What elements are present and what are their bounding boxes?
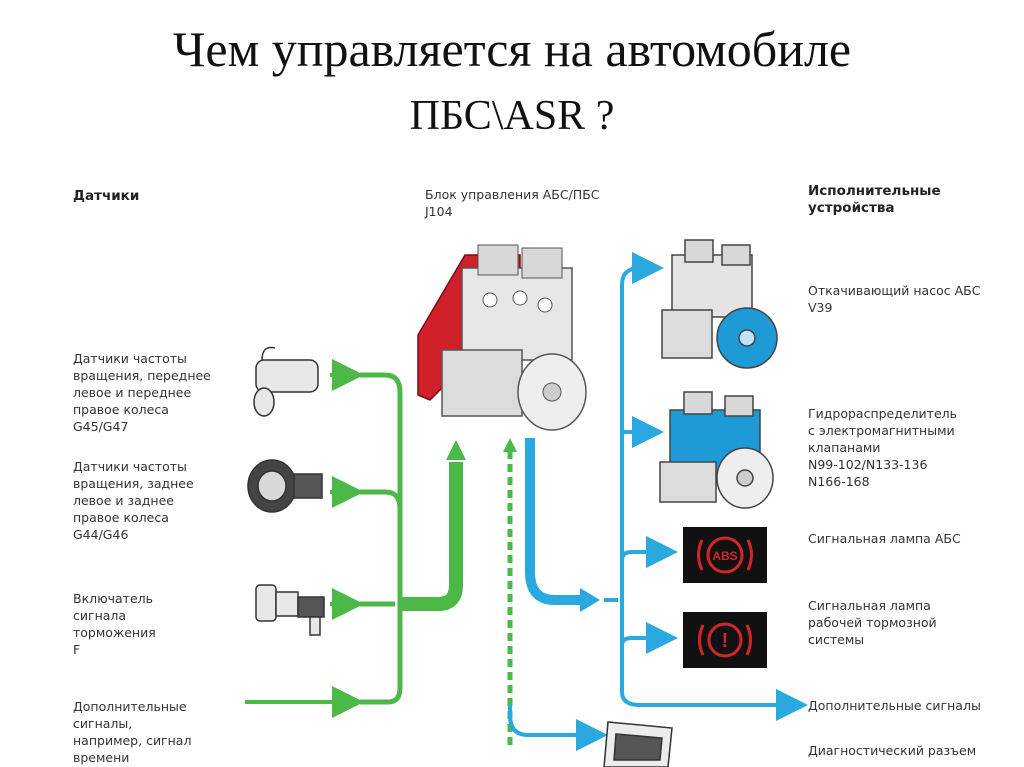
actuator-diagnostic-connector-label: Диагностический разъем xyxy=(808,743,977,758)
slide-subtitle: ПБС\ASR ? xyxy=(409,93,615,139)
sensors-header: Датчики xyxy=(73,188,140,204)
control-unit-j104-image xyxy=(417,244,587,431)
output-flow-lines xyxy=(508,252,808,751)
abs-lamp-text: ABS xyxy=(712,549,737,563)
actuator-valve-block-label: Гидрораспределитель с электромагнитными … xyxy=(808,406,958,489)
input-flow-lines xyxy=(245,359,517,745)
actuator-return-pump-label: Откачивающий насос АБС V39 xyxy=(808,283,981,315)
sensor-brake-switch-label: Включатель сигнала торможения F xyxy=(73,591,156,657)
sensor-front-wheel-label: Датчики частоты вращения, переднее левое… xyxy=(73,351,211,434)
brake-light-switch-image xyxy=(255,584,325,636)
abs-return-pump-image xyxy=(661,239,778,369)
slide-title: Чем управляется на автомобиле xyxy=(172,21,852,77)
actuators-header: Исполнительные устройства xyxy=(808,183,941,216)
actuator-additional-signals-label: Дополнительные сигналы xyxy=(808,698,981,713)
control-unit-label: Блок управления АБС/ПБС J104 xyxy=(425,187,600,219)
sensor-additional-signals-label: Дополнительные сигналы, например, сигнал… xyxy=(73,699,192,765)
brake-warning-lamp-icon: ! xyxy=(683,612,767,668)
rear-wheel-speed-sensor-image xyxy=(247,459,323,513)
brake-lamp-text: ! xyxy=(722,630,729,652)
front-wheel-speed-sensor-image xyxy=(253,346,319,417)
sensor-rear-wheel-label: Датчики частоты вращения, заднее левое и… xyxy=(73,459,194,542)
abs-warning-lamp-icon: ABS xyxy=(683,527,767,583)
hydraulic-valve-block-image xyxy=(659,391,774,509)
actuator-brake-lamp-label: Сигнальная лампа рабочей тормозной систе… xyxy=(808,598,937,647)
diagnostic-connector-icon xyxy=(603,721,673,767)
actuator-abs-lamp-label: Сигнальная лампа АБС xyxy=(808,531,961,546)
